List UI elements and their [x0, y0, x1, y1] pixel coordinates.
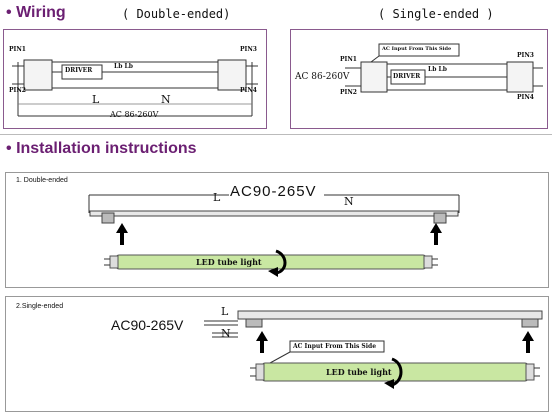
installation-title-text: Installation instructions — [16, 140, 197, 157]
double-pin3: PIN3 — [240, 46, 257, 53]
double-pin1: PIN1 — [9, 46, 26, 53]
single-pin4: PIN4 — [517, 94, 534, 101]
install-double-diagram — [88, 194, 460, 277]
wiring-title-text: Wiring — [16, 4, 66, 21]
installation-title: • Installation instructions — [6, 140, 197, 158]
install-double-ac: AC90-265V — [230, 183, 317, 200]
install-single-diagram — [204, 310, 543, 389]
install-single-tube-label: LED tube light — [326, 367, 392, 377]
wiring-double-panel: PIN1 PIN2 PIN3 PIN4 DRIVER Lb Lb L N AC … — [3, 29, 267, 129]
single-pin2: PIN2 — [340, 89, 357, 96]
wiring-title: • Wiring — [6, 4, 66, 22]
single-ac-input-label: AC Input From This Side — [382, 46, 452, 52]
double-pin4: PIN4 — [240, 87, 257, 94]
single-pin3: PIN3 — [517, 52, 534, 59]
double-l-label: L — [92, 93, 100, 106]
wiring-double-diagram — [12, 59, 258, 117]
single-ac-label: AC 86-260V — [295, 72, 350, 82]
double-ac-label: AC 86-260V — [110, 110, 159, 119]
bullet-icon: • — [6, 140, 12, 157]
double-led-label: Lb Lb — [114, 63, 133, 70]
install-single-caption: 2.Single-ended — [16, 303, 64, 310]
double-driver-label: DRIVER — [65, 67, 93, 74]
wiring-single-diagram — [345, 43, 543, 93]
double-n-label: N — [161, 93, 171, 106]
single-driver-label: DRIVER — [393, 73, 421, 80]
single-ended-label: ( Single-ended ) — [378, 7, 494, 21]
install-double-n: N — [344, 195, 354, 208]
install-single-n: N — [221, 327, 231, 340]
install-single-ac: AC90-265V — [111, 317, 184, 333]
double-ended-label: ( Double-ended) — [122, 7, 231, 21]
double-pin2: PIN2 — [9, 87, 26, 94]
single-led-label: Lb Lb — [428, 66, 447, 73]
install-single-l: L — [221, 305, 229, 318]
wiring-single-panel: PIN1 PIN2 PIN3 PIN4 AC Input From This S… — [290, 29, 548, 129]
install-single-ac-input-label: AC Input From This Side — [293, 343, 377, 350]
install-double-panel: 1. Double-ended AC90-265V L N LED tube l… — [5, 172, 549, 288]
single-pin1: PIN1 — [340, 56, 357, 63]
install-double-l: L — [213, 191, 221, 204]
install-single-panel: 2.Single-ended AC90-265V L N AC Input Fr… — [5, 296, 549, 412]
section-divider — [0, 134, 552, 135]
install-double-tube-label: LED tube light — [196, 257, 262, 267]
bullet-icon: • — [6, 4, 12, 21]
install-double-caption: 1. Double-ended — [16, 177, 68, 184]
